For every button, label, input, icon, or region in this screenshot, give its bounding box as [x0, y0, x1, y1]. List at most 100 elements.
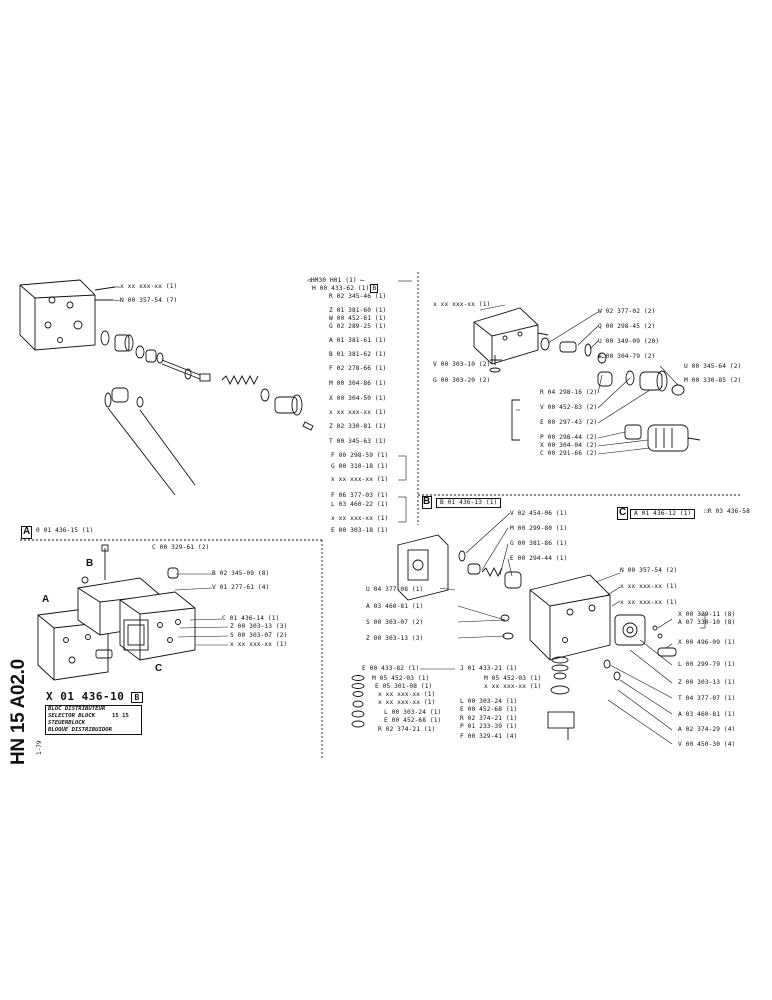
top-right-part-label: W 02 377-02 (2)	[598, 308, 656, 315]
section-c-part-label: V 00 450-30 (4)	[678, 741, 736, 748]
bottom-part-label: L 00 303-24 (1)	[384, 709, 442, 716]
bottom-part-label: F 00 329-41 (4)	[460, 733, 518, 740]
top-right-part-label: P 00 298-44 (2)	[540, 434, 598, 441]
bottom-part-label: x xx xxx-xx (1)	[484, 683, 542, 690]
section-a-box	[21, 526, 32, 539]
bottom-part-label: R 02 374-21 (1)	[460, 715, 518, 722]
center-part-label: Z 02 330-81 (1)	[329, 423, 387, 430]
section-c-ref: A 01 436-12 (1)	[630, 509, 696, 520]
center-part-label: Z 01 381-60 (1)	[329, 307, 387, 314]
center-part-label: F 06 377-03 (1)	[331, 492, 389, 499]
bottom-part-label: P 01 233-39 (1)	[460, 723, 518, 730]
section-c-letter: C	[619, 507, 627, 518]
bottom-part-label: E 05 301-08 (1)	[375, 683, 433, 690]
center-part-label: G 00 310-18 (1)	[331, 463, 389, 470]
assembly-letter-a: A	[42, 594, 50, 605]
section-b-part-label: A 03 460-81 (1)	[366, 603, 424, 610]
center-part-label: B 01 381-62 (1)	[329, 351, 387, 358]
center-part-label: R 02 345-46 (1)	[329, 293, 387, 300]
assembly-letter-c: C	[155, 663, 163, 674]
bottom-part-label: L 00 303-24 (1)	[460, 698, 518, 705]
section-b-part-label: E 00 294-44 (1)	[510, 555, 568, 562]
top-right-label: x xx xxx-xx (1)	[433, 301, 491, 308]
bottom-part-label: E 00 452-68 (1)	[460, 706, 518, 713]
center-part-label: L 03 460-22 (1)	[331, 501, 389, 508]
arrow-left-icon: ◁	[307, 277, 311, 284]
center-part-label: F 02 278-66 (1)	[329, 365, 387, 372]
section-a-spool-parts	[100, 330, 314, 496]
top-right-part-label: Q 00 298-45 (2)	[598, 323, 656, 330]
assembly-part-label: Z 00 303-13 (3)	[230, 623, 288, 630]
center-part-label: F 00 298-59 (1)	[331, 452, 389, 459]
section-b-part-label: U 04 377-08 (1)	[366, 586, 424, 593]
title-de: STEUERBLOCK	[48, 720, 86, 726]
bottom-part-label: E 00 433-82 (1)	[362, 665, 420, 672]
section-c-part-label: A 02 374-29 (4)	[678, 726, 736, 733]
top-right-block-parts	[473, 307, 701, 452]
center-part-label: x xx xxx-xx (1)	[329, 409, 387, 416]
part-number: X 01 436-10 B	[46, 690, 143, 703]
center-head-line2: H 00 433-62 (1)B	[312, 284, 379, 293]
assembly-part-label: V 01 277-61 (4)	[212, 584, 270, 591]
section-b-part-label: S 00 303-07 (2)	[366, 619, 424, 626]
section-a-label: N 00 357-54 (7)	[120, 297, 178, 304]
sheet-vertical-code: HN 15 A02.0	[8, 659, 29, 765]
section-b-c-parts	[351, 534, 677, 740]
section-c-part-label: Z 00 303-13 (1)	[678, 679, 736, 686]
section-c-part-label: A 03 460-81 (1)	[678, 711, 736, 718]
top-right-part-label: M 00 330-85 (2)	[684, 377, 742, 384]
center-part-label: M 00 304-86 (1)	[329, 380, 387, 387]
leader-lines	[112, 280, 706, 745]
center-part-label: X 00 304-50 (1)	[329, 395, 387, 402]
top-right-part-label: U 00 349-09 (20)	[598, 338, 660, 345]
assembly-part-label: C 00 329-61 (2)	[152, 544, 210, 551]
sheet-date-code: 1-79	[36, 740, 43, 755]
section-c-part-label: N 00 357-54 (2)	[620, 567, 678, 574]
assembly-part-label: x xx xxx-xx (1)	[230, 641, 288, 648]
bottom-part-label: x xx xxx-xx (1)	[378, 691, 436, 698]
center-part-label: E 00 303-18 (1)	[331, 527, 389, 534]
bottom-part-label: x xx xxx-xx (1)	[378, 699, 436, 706]
section-c-box	[617, 507, 628, 520]
section-b-part-label: V 02 454-06 (1)	[510, 510, 568, 517]
title-fr: BLOC DISTRIBUTEUR	[48, 706, 106, 712]
center-part-label: x xx xxx-xx (1)	[331, 476, 389, 483]
section-c-part-label: x xx xxx-xx (1)	[620, 583, 678, 590]
section-b-part-label: Z 00 303-13 (3)	[366, 635, 424, 642]
bottom-part-label: R 02 374-21 (1)	[378, 726, 436, 733]
bottom-part-label: E 00 452-68 (1)	[384, 717, 442, 724]
center-part-label: T 00 345-63 (1)	[329, 438, 387, 445]
top-right-part-label: E 00 304-79 (2)	[598, 353, 656, 360]
bottom-part-label: J 01 433-21 (1)	[460, 665, 518, 672]
section-c-part-label: x xx xxx-xx (1)	[620, 599, 678, 606]
center-part-label: x xx xxx-xx (1)	[331, 515, 389, 522]
section-a-letter: A	[23, 526, 31, 537]
section-a-label: x xx xxx-xx (1)	[120, 283, 178, 290]
assembly-part-label: S 00 303-07 (2)	[230, 632, 288, 639]
top-right-label: V 00 303-10 (2)	[433, 361, 491, 368]
section-b-letter: B	[423, 496, 431, 507]
top-right-part-label: X 00 304-04 (2)	[540, 442, 598, 449]
top-right-part-label: C 00 291-66 (2)	[540, 450, 598, 457]
section-c-part-label: X 00 329-11 (8)	[678, 611, 736, 618]
center-part-label: G 02 289-25 (1)	[329, 323, 387, 330]
section-c-part-label: A 07 330-10 (8)	[678, 619, 736, 626]
section-c-extra-ref: ☐R 03 436-58	[704, 508, 750, 515]
assembly-part-label: C 01 436-14 (1)	[222, 615, 280, 622]
section-a-ref: 0 01 436-15 (1)	[36, 527, 94, 534]
center-head-ref: ◁HM30 H01 (1) ⟵	[307, 277, 365, 284]
top-right-part-label: V 00 452-83 (2)	[540, 404, 598, 411]
section-c-part-label: T 04 377-07 (1)	[678, 695, 736, 702]
top-right-part-label: R 04 298-16 (2)	[540, 389, 598, 396]
top-right-part-label: U 00 345-64 (2)	[684, 363, 742, 370]
section-b-ref: B 01 436-13 (1)	[436, 498, 502, 509]
section-b-part-label: M 00 299-80 (1)	[510, 525, 568, 532]
center-part-label: W 00 452-61 (1)	[329, 315, 387, 322]
section-c-part-label: L 00 299-79 (1)	[678, 661, 736, 668]
center-part-label: A 01 381-61 (1)	[329, 337, 387, 344]
assembly-letter-b: B	[86, 558, 94, 569]
